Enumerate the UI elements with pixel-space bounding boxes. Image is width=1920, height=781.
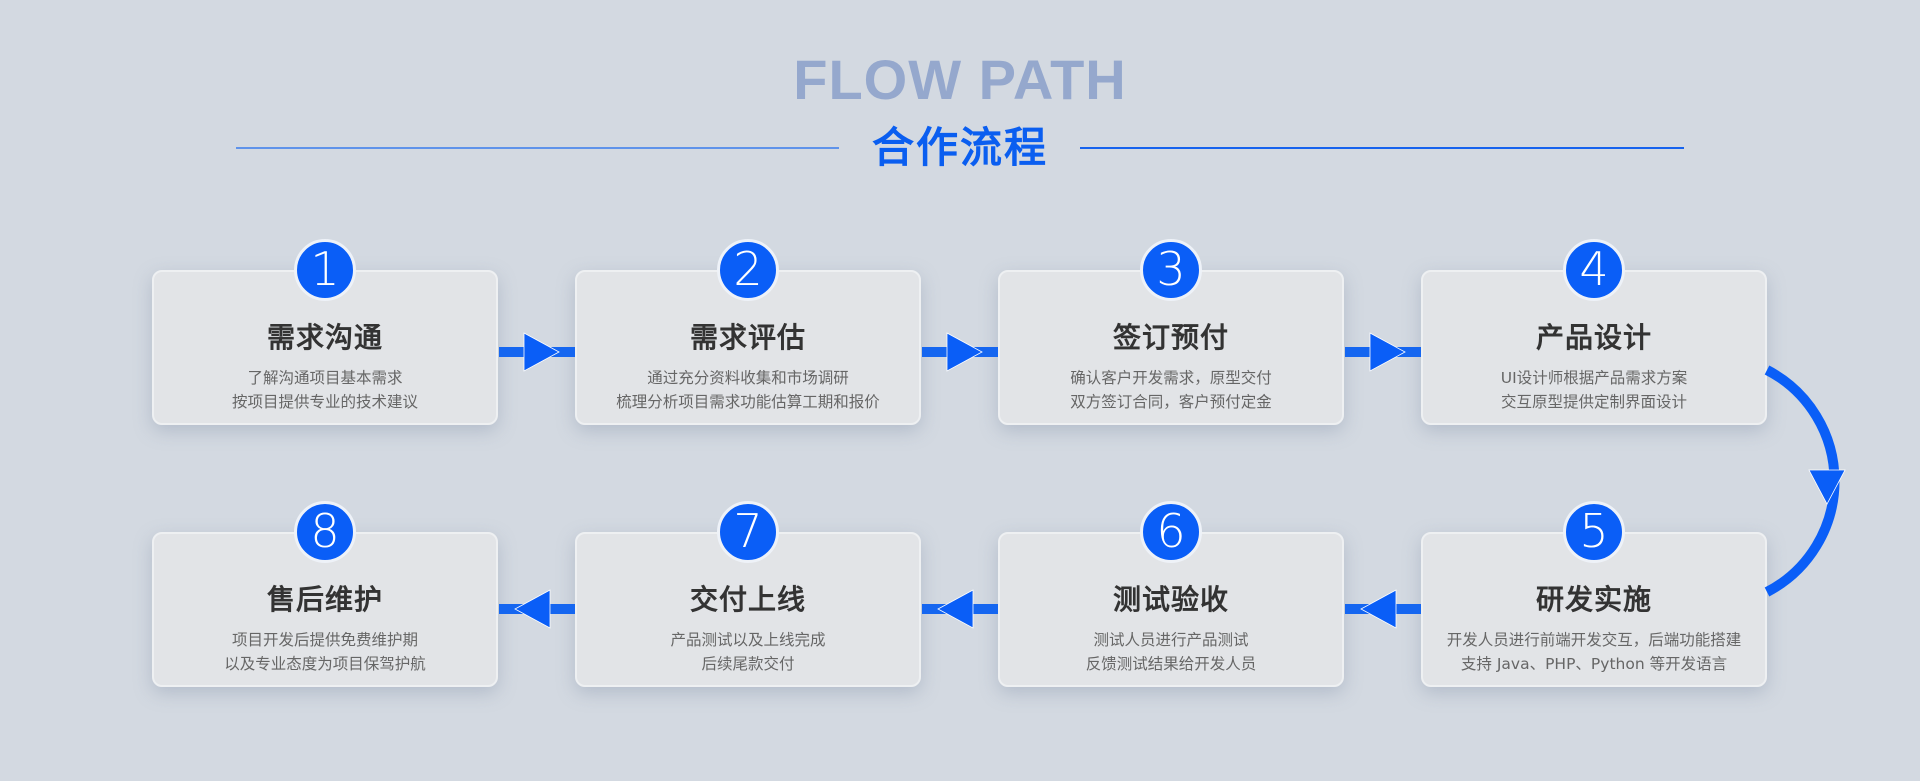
step-description: 确认客户开发需求，原型交付 双方签订合同，客户预付定金 [1000,366,1342,414]
arrow-right-icon [1369,332,1406,372]
step-title: 交付上线 [689,583,806,616]
curve-path [1764,365,1840,597]
arrow-right-3-4 [1345,332,1421,372]
arrow-left-7-8 [499,589,575,629]
step-number-badge: 3 [1140,239,1202,301]
step-number-badge: 5 [1563,501,1625,563]
arrow-left-6-7 [922,589,998,629]
step-description: 通过充分资料收集和市场调研 梳理分析项目需求功能估算工期和报价 [577,366,919,414]
arrow-right-2-3 [922,332,998,372]
step-title: 产品设计 [1535,321,1652,354]
step-title: 需求沟通 [266,321,383,354]
step-number-badge: 2 [717,239,779,301]
step-description-line: 测试人员进行产品测试 [1093,631,1249,649]
step-title: 签订预付 [1112,321,1229,354]
step-card-5: 5 研发实施 开发人员进行前端开发交互，后端功能搭建 支持 Java、PHP、P… [1421,501,1767,687]
title-divider-right [1080,147,1684,149]
step-card-2: 2 需求评估 通过充分资料收集和市场调研 梳理分析项目需求功能估算工期和报价 [575,239,921,425]
step-description-line: 交互原型提供定制界面设计 [1500,393,1687,411]
step-card-4: 4 产品设计 UI设计师根据产品需求方案 交互原型提供定制界面设计 [1421,239,1767,425]
step-card-8: 8 售后维护 项目开发后提供免费维护期 以及专业态度为项目保驾护航 [152,501,498,687]
step-number-badge: 4 [1563,239,1625,301]
step-card-6: 6 测试验收 测试人员进行产品测试 反馈测试结果给开发人员 [998,501,1344,687]
step-description-line: 后续尾款交付 [701,655,795,673]
arrow-left-icon [937,589,974,629]
step-description-line: UI设计师根据产品需求方案 [1500,369,1688,387]
step-description-line: 梳理分析项目需求功能估算工期和报价 [616,393,880,411]
step-description-line: 按项目提供专业的技术建议 [231,393,418,411]
step-number-badge: 7 [717,501,779,563]
step-card-3: 3 签订预付 确认客户开发需求，原型交付 双方签订合同，客户预付定金 [998,239,1344,425]
step-title: 需求评估 [689,321,806,354]
step-description-line: 反馈测试结果给开发人员 [1085,655,1257,673]
step-title: 测试验收 [1112,583,1229,616]
step-number-badge: 6 [1140,501,1202,563]
step-description-line: 产品测试以及上线完成 [670,631,826,649]
arrow-right-icon [523,332,560,372]
arrow-right-1-2 [499,332,575,372]
step-description: 产品测试以及上线完成 后续尾款交付 [577,628,919,676]
arrow-left-5-6 [1345,589,1421,629]
title-chinese: 合作流程 [871,123,1048,172]
step-description-line: 双方签订合同，客户预付定金 [1070,393,1272,411]
title-divider-left [236,147,839,149]
step-card-7: 7 交付上线 产品测试以及上线完成 后续尾款交付 [575,501,921,687]
step-description-line: 项目开发后提供免费维护期 [231,631,418,649]
step-number-badge: 1 [294,239,356,301]
step-description-line: 支持 Java、PHP、Python 等开发语言 [1460,655,1728,673]
arrow-left-icon [1360,589,1397,629]
title-english: FLOW PATH [793,48,1127,111]
step-number-badge: 8 [294,501,356,563]
step-description-line: 了解沟通项目基本需求 [247,369,403,387]
step-title: 售后维护 [266,583,383,616]
step-description-line: 开发人员进行前端开发交互，后端功能搭建 [1446,631,1742,649]
step-description: 项目开发后提供免费维护期 以及专业态度为项目保驾护航 [154,628,496,676]
step-description-line: 通过充分资料收集和市场调研 [647,369,849,387]
step-description: 了解沟通项目基本需求 按项目提供专业的技术建议 [154,366,496,414]
step-description-line: 确认客户开发需求，原型交付 [1070,369,1272,387]
step-card-1: 1 需求沟通 了解沟通项目基本需求 按项目提供专业的技术建议 [152,239,498,425]
step-description: UI设计师根据产品需求方案 交互原型提供定制界面设计 [1423,366,1765,414]
step-title: 研发实施 [1535,583,1652,616]
arrow-right-icon [946,332,983,372]
step-description: 测试人员进行产品测试 反馈测试结果给开发人员 [1000,628,1342,676]
arrow-down-icon [1808,469,1846,505]
step-description: 开发人员进行前端开发交互，后端功能搭建 支持 Java、PHP、Python 等… [1423,628,1765,676]
arrow-left-icon [514,589,551,629]
step-description-line: 以及专业态度为项目保驾护航 [224,655,426,673]
